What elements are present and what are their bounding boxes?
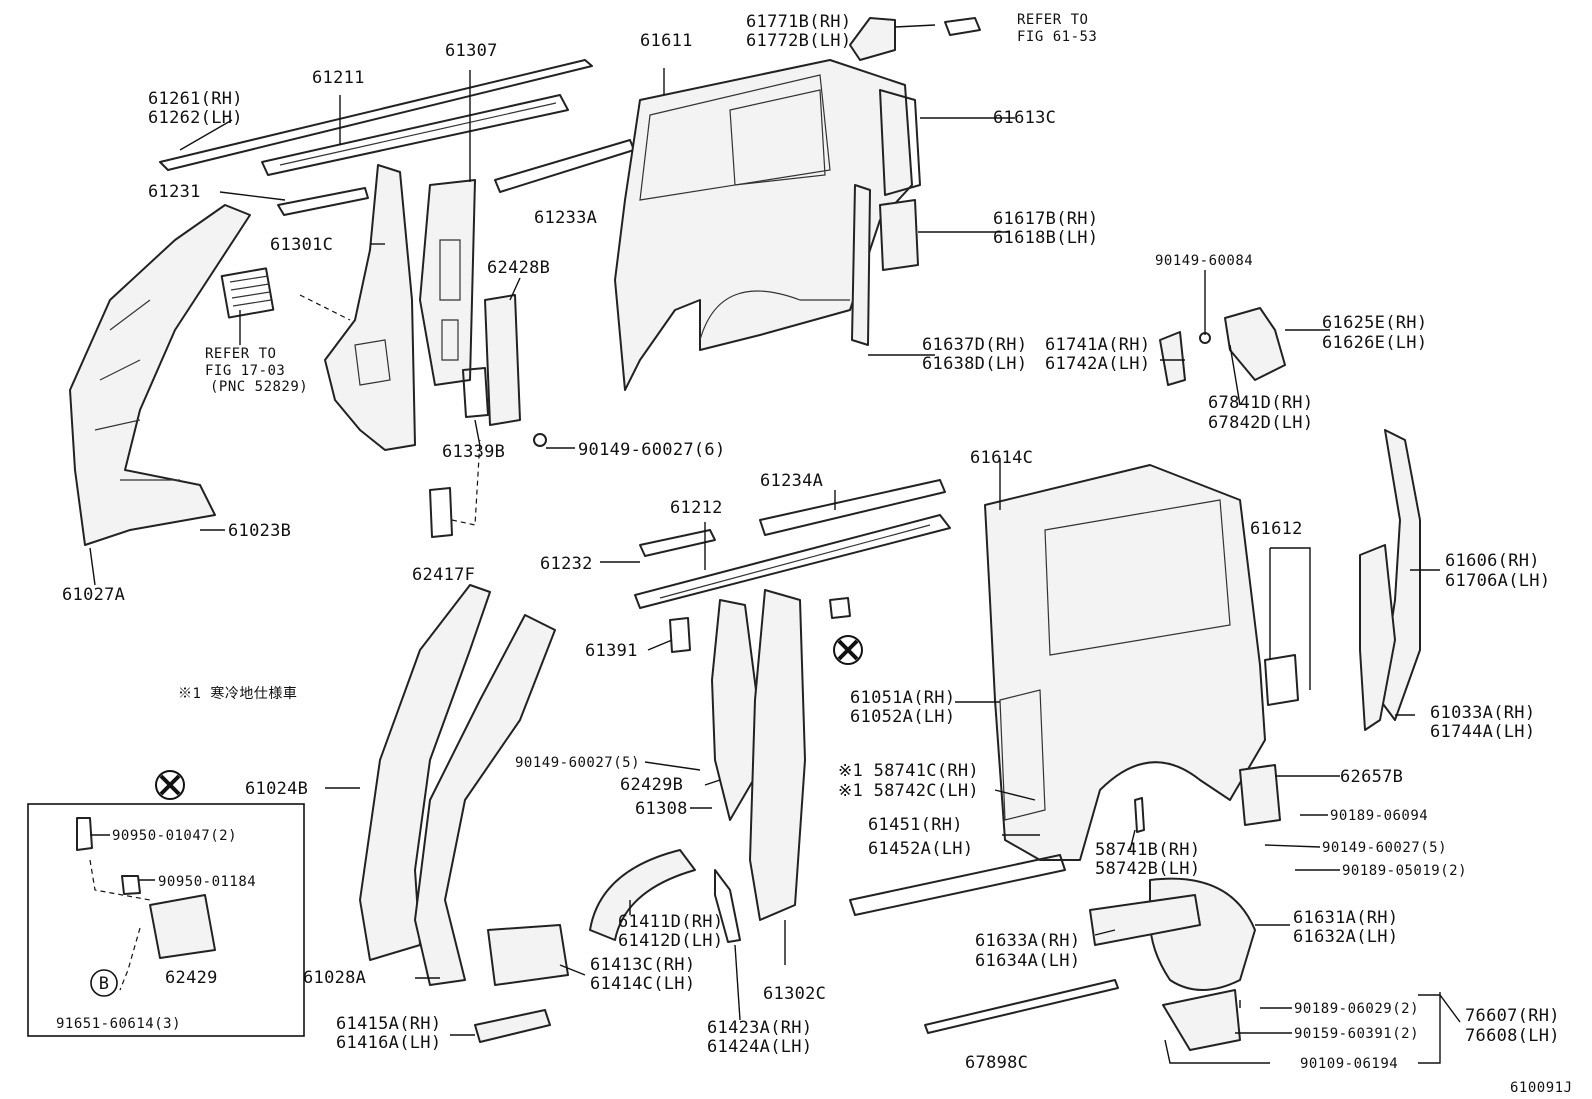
callout-61052a-lh[interactable]: 61052A(LH): [850, 707, 955, 727]
callout-61625e-rh[interactable]: 61625E(RH): [1322, 313, 1427, 333]
callout-61742a-lh[interactable]: 61742A(LH): [1045, 354, 1150, 374]
callout-61261-rh[interactable]: 61261(RH): [148, 89, 243, 109]
callout-61023b[interactable]: 61023B: [228, 521, 291, 541]
callout-61617b-rh[interactable]: 61617B(RH): [993, 209, 1098, 229]
refer-fig-61-53-line1: REFER TO: [1017, 12, 1088, 28]
callout-90189-05019-2[interactable]: 90189-05019(2): [1342, 863, 1467, 879]
callout-62429[interactable]: 62429: [165, 968, 218, 988]
callout-61028a[interactable]: 61028A: [303, 968, 366, 988]
callout-61033a-rh[interactable]: 61033A(RH): [1430, 703, 1535, 723]
callout-61706a-lh[interactable]: 61706A(LH): [1445, 571, 1550, 591]
callout-90950-01184[interactable]: 90950-01184: [158, 874, 256, 890]
callout-61611[interactable]: 61611: [640, 31, 693, 51]
callout-61606-rh[interactable]: 61606(RH): [1445, 551, 1540, 571]
refer-fig-17-03-pnc: (PNC 52829): [210, 379, 308, 395]
callout-90189-06029-2[interactable]: 90189-06029(2): [1294, 1001, 1419, 1017]
callout-91651-60614-3[interactable]: 91651-60614(3): [56, 1016, 181, 1032]
callout-61633a-rh[interactable]: 61633A(RH): [975, 931, 1080, 951]
callout-61411d-rh[interactable]: 61411D(RH): [618, 912, 723, 932]
callout-67842d-lh[interactable]: 67842D(LH): [1208, 413, 1313, 433]
callout-62417f[interactable]: 62417F: [412, 565, 475, 585]
callout-76607-rh[interactable]: 76607(RH): [1465, 1006, 1560, 1026]
callout-90189-06094[interactable]: 90189-06094: [1330, 808, 1428, 824]
callout-61744a-lh[interactable]: 61744A(LH): [1430, 722, 1535, 742]
callout-61613c[interactable]: 61613C: [993, 108, 1056, 128]
callout-61413c-rh[interactable]: 61413C(RH): [590, 955, 695, 975]
callout-61452a-lh[interactable]: 61452A(LH): [868, 839, 973, 859]
cold-spec-marker-icon: [833, 635, 863, 665]
diagram-id: 610091J: [1510, 1080, 1573, 1096]
cold-spec-note: ※1 寒冷地仕様車: [178, 685, 297, 702]
callout-61339b[interactable]: 61339B: [442, 442, 505, 462]
callout-61414c-lh[interactable]: 61414C(LH): [590, 974, 695, 994]
callout-90149-60027-5-a[interactable]: 90149-60027(5): [515, 755, 640, 771]
callout-61741a-rh[interactable]: 61741A(RH): [1045, 335, 1150, 355]
refer-fig-61-53-line2[interactable]: FIG 61-53: [1017, 29, 1097, 45]
callout-61412d-lh[interactable]: 61412D(LH): [618, 931, 723, 951]
callout-61308[interactable]: 61308: [635, 799, 688, 819]
callout-61614c[interactable]: 61614C: [970, 448, 1033, 468]
inset-box: [27, 803, 305, 1037]
callout-90149-60027-5-b[interactable]: 90149-60027(5): [1322, 840, 1447, 856]
callout-61234a[interactable]: 61234A: [760, 471, 823, 491]
callout-61771-rh[interactable]: 61771B(RH): [746, 12, 851, 32]
callout-61391[interactable]: 61391: [585, 641, 638, 661]
callout-61618b-lh[interactable]: 61618B(LH): [993, 228, 1098, 248]
callout-61634a-lh[interactable]: 61634A(LH): [975, 951, 1080, 971]
callout-62428b[interactable]: 62428B: [487, 258, 550, 278]
callout-90149-60027-6[interactable]: 90149-60027(6): [578, 440, 726, 460]
callout-61632a-lh[interactable]: 61632A(LH): [1293, 927, 1398, 947]
callout-58741c-rh[interactable]: ※1 58741C(RH): [838, 761, 979, 781]
callout-61024b[interactable]: 61024B: [245, 779, 308, 799]
refer-fig-17-03-line2[interactable]: FIG 17-03: [205, 363, 285, 379]
callout-61307[interactable]: 61307: [445, 41, 498, 61]
callout-61638d-lh[interactable]: 61638D(LH): [922, 354, 1027, 374]
callout-61211[interactable]: 61211: [312, 68, 365, 88]
svg-text:B: B: [99, 974, 110, 994]
callout-62429b[interactable]: 62429B: [620, 775, 683, 795]
circle-b-marker: B: [90, 969, 118, 997]
callout-61301c[interactable]: 61301C: [270, 235, 333, 255]
callout-61232[interactable]: 61232: [540, 554, 593, 574]
part-labels: 61771B(RH) 61772B(LH) REFER TO FIG 61-53…: [56, 12, 1573, 1096]
callout-61637d-rh[interactable]: 61637D(RH): [922, 335, 1027, 355]
callout-67841d-rh[interactable]: 67841D(RH): [1208, 393, 1313, 413]
callout-61302c[interactable]: 61302C: [763, 984, 826, 1004]
callout-61415a-rh[interactable]: 61415A(RH): [336, 1014, 441, 1034]
callout-61631a-rh[interactable]: 61631A(RH): [1293, 908, 1398, 928]
callout-61233a[interactable]: 61233A: [534, 208, 597, 228]
callout-61262-lh[interactable]: 61262(LH): [148, 108, 243, 128]
callout-61451-rh[interactable]: 61451(RH): [868, 815, 963, 835]
callout-61626e-lh[interactable]: 61626E(LH): [1322, 333, 1427, 353]
callout-62657b[interactable]: 62657B: [1340, 767, 1403, 787]
callout-90149-60084[interactable]: 90149-60084: [1155, 253, 1253, 269]
callout-58741b-rh[interactable]: 58741B(RH): [1095, 840, 1200, 860]
callout-90159-60391-2[interactable]: 90159-60391(2): [1294, 1026, 1419, 1042]
callout-61423a-rh[interactable]: 61423A(RH): [707, 1018, 812, 1038]
callout-76608-lh[interactable]: 76608(LH): [1465, 1026, 1560, 1046]
callout-61416a-lh[interactable]: 61416A(LH): [336, 1033, 441, 1053]
callout-90109-06194[interactable]: 90109-06194: [1300, 1056, 1398, 1072]
callout-61212[interactable]: 61212: [670, 498, 723, 518]
callout-90950-01047-2[interactable]: 90950-01047(2): [112, 828, 237, 844]
refer-fig-17-03-line1: REFER TO: [205, 346, 276, 362]
cold-spec-marker-icon: [155, 770, 185, 800]
callout-58742b-lh[interactable]: 58742B(LH): [1095, 859, 1200, 879]
callout-61612[interactable]: 61612: [1250, 519, 1303, 539]
callout-61231[interactable]: 61231: [148, 182, 201, 202]
callout-58742c-lh[interactable]: ※1 58742C(LH): [838, 781, 979, 801]
leader-lines: [89, 24, 1461, 1064]
callout-61027a[interactable]: 61027A: [62, 585, 125, 605]
callout-61424a-lh[interactable]: 61424A(LH): [707, 1037, 812, 1057]
callout-61772-lh[interactable]: 61772B(LH): [746, 31, 851, 51]
callout-67898c[interactable]: 67898C: [965, 1053, 1028, 1073]
callout-61051a-rh[interactable]: 61051A(RH): [850, 688, 955, 708]
part-shapes: [69, 17, 1421, 1051]
